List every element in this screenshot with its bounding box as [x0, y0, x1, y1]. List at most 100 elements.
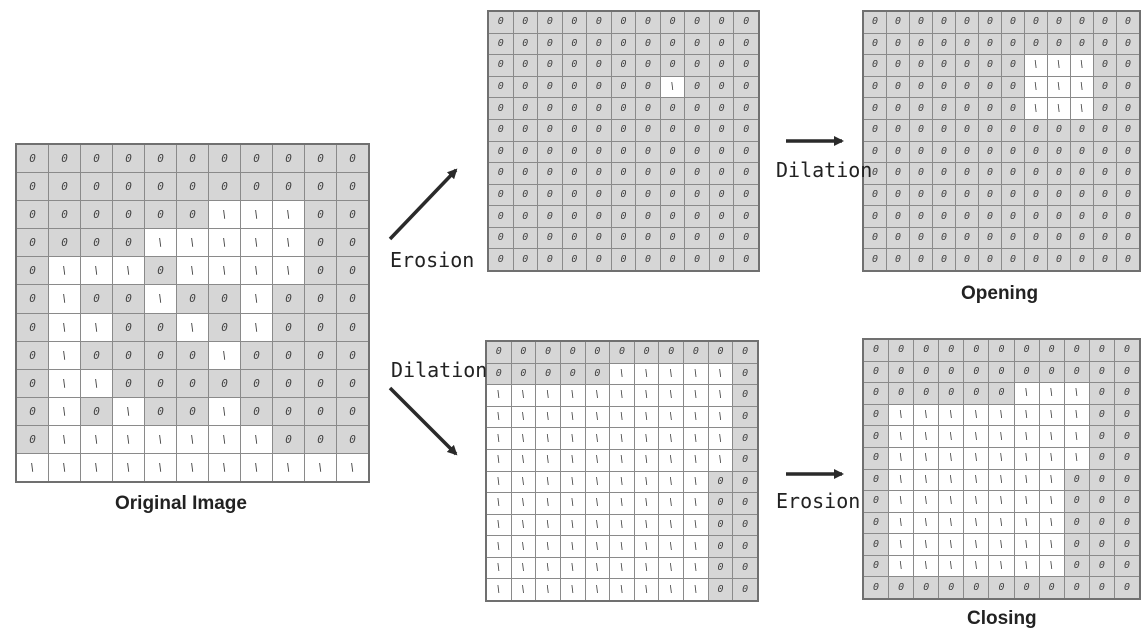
dilation-cell: \: [585, 385, 610, 406]
opening-cell: 0: [864, 249, 886, 270]
closing-cell: \: [889, 469, 914, 491]
erosion-cell: 0: [611, 33, 636, 55]
closing-cell: \: [939, 491, 964, 512]
dilation-cell: \: [536, 385, 560, 406]
opening-cell: 0: [887, 141, 909, 163]
original-cell: 0: [209, 145, 240, 173]
original-cell: 0: [241, 397, 272, 425]
original-cell: \: [209, 201, 240, 229]
dilation-cell: \: [536, 536, 560, 557]
original-cell: \: [113, 257, 144, 285]
dilation-cell: \: [634, 471, 659, 493]
original-cell: 0: [177, 369, 208, 397]
original-cell: 0: [17, 285, 48, 313]
erosion-cell: \: [660, 76, 685, 98]
dilation-cell: \: [585, 536, 610, 557]
dilation-cell: 0: [733, 449, 757, 471]
opening-cell: 0: [933, 33, 955, 55]
original-cell: \: [241, 285, 272, 313]
opening-cell: 0: [1025, 206, 1047, 227]
dilation-cell: \: [536, 471, 560, 493]
closing-cell: \: [964, 491, 989, 512]
closing-cell: \: [1014, 404, 1039, 426]
opening-cell: 0: [1002, 163, 1024, 184]
closing-cell: 0: [889, 361, 914, 383]
closing-cell: 0: [1064, 555, 1089, 577]
erosion-cell: 0: [636, 227, 660, 249]
original-cell: \: [113, 453, 144, 481]
opening-cell: 0: [864, 206, 886, 227]
dilation-cell: \: [659, 471, 684, 493]
dilation-cell: \: [585, 514, 610, 536]
dilation-cell: \: [585, 428, 610, 449]
dilation-cell: 0: [733, 471, 757, 493]
erosion-cell: 0: [660, 119, 685, 141]
erosion-cell: 0: [538, 119, 562, 141]
erosion-cell: 0: [513, 12, 538, 33]
closing-cell: \: [889, 426, 914, 447]
closing-cell: \: [1039, 534, 1064, 555]
original-cell: 0: [17, 229, 48, 257]
opening-cell: 0: [956, 227, 978, 249]
opening-cell: 0: [1025, 33, 1047, 55]
opening-cell: 0: [1117, 141, 1139, 163]
opening-cell: 0: [1117, 227, 1139, 249]
dilation-cell: \: [487, 385, 511, 406]
dilation-cell: \: [536, 579, 560, 600]
dilation-cell: \: [610, 428, 634, 449]
closing-cell: \: [989, 491, 1014, 512]
original-cell: \: [337, 453, 368, 481]
opening-cell: 0: [1117, 98, 1139, 119]
dilation-cell: \: [684, 536, 708, 557]
closing-cell: 0: [889, 383, 914, 404]
erosion-cell: 0: [587, 119, 611, 141]
opening-cell: 0: [910, 12, 932, 33]
original-cell: \: [177, 425, 208, 453]
erosion-cell: 0: [611, 98, 636, 119]
closing-cell: \: [1014, 534, 1039, 555]
dilation-cell: \: [684, 471, 708, 493]
dilation-cell: \: [511, 471, 536, 493]
original-cell: 0: [177, 285, 208, 313]
erosion-cell: 0: [709, 249, 734, 270]
erosion-cell: 0: [562, 249, 587, 270]
opening-cell: 0: [979, 163, 1001, 184]
dilation-cell: 0: [708, 471, 733, 493]
closing-cell: 0: [1089, 340, 1114, 361]
dilation-cell: \: [560, 385, 585, 406]
dilation-cell: \: [487, 536, 511, 557]
original-cell: 0: [145, 173, 176, 201]
dilation-cell: \: [560, 536, 585, 557]
opening-cell: \: [1025, 55, 1047, 76]
erosion-cell: 0: [587, 141, 611, 163]
closing-cell: \: [989, 555, 1014, 577]
original-cell: 0: [145, 201, 176, 229]
original-cell: \: [273, 257, 304, 285]
original-cell: 0: [273, 369, 304, 397]
erosion-cell: 0: [636, 12, 660, 33]
original-cell: \: [49, 257, 80, 285]
dilation-cell: \: [659, 385, 684, 406]
erosion-cell: 0: [636, 33, 660, 55]
closing-cell: \: [914, 447, 939, 469]
original-cell: 0: [337, 229, 368, 257]
erosion-cell: 0: [734, 163, 758, 184]
erosion-cell: 0: [513, 33, 538, 55]
dilation-cell: \: [684, 579, 708, 600]
dilation-cell: \: [610, 536, 634, 557]
dilation-cell: 0: [733, 342, 757, 363]
dilation-cell: \: [536, 514, 560, 536]
original-cell: \: [241, 201, 272, 229]
closing-cell: 0: [889, 577, 914, 598]
opening-cell: 0: [979, 206, 1001, 227]
original-cell: \: [145, 285, 176, 313]
erosion-cell: 0: [587, 163, 611, 184]
closing-cell: 0: [864, 512, 889, 534]
original-cell: 0: [17, 369, 48, 397]
dilation-cell: 0: [708, 579, 733, 600]
opening-cell: 0: [887, 184, 909, 206]
dilation-cell: \: [610, 363, 634, 385]
dilation-cell: 0: [511, 342, 536, 363]
closing-cell: 0: [1114, 340, 1139, 361]
opening-cell: 0: [910, 76, 932, 98]
